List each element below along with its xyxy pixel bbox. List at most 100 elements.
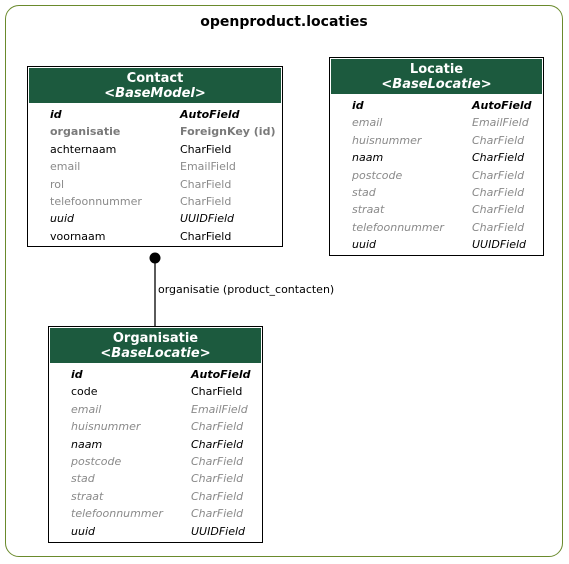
field-row: postcode CharField bbox=[49, 453, 262, 470]
field-name: id bbox=[71, 368, 83, 381]
field-row: stad CharField bbox=[330, 184, 543, 201]
field-name: straat bbox=[71, 489, 104, 503]
field-row: id AutoField bbox=[330, 97, 543, 114]
field-row: rol CharField bbox=[28, 176, 282, 193]
field-type: CharField bbox=[191, 437, 244, 451]
field-list: id AutoField organisatie ForeignKey (id) ach… bbox=[28, 104, 282, 249]
field-name: id bbox=[50, 108, 62, 121]
field-row: naam CharField bbox=[49, 436, 262, 453]
model-base-class: <BaseModel> bbox=[104, 86, 206, 101]
field-name: naam bbox=[71, 437, 103, 451]
field-type: CharField bbox=[191, 472, 244, 486]
field-name: voornaam bbox=[50, 229, 106, 243]
field-name: uuid bbox=[352, 238, 376, 252]
field-type: CharField bbox=[180, 177, 232, 191]
field-row: straat CharField bbox=[49, 488, 262, 505]
field-type: CharField bbox=[472, 151, 525, 165]
field-name: huisnummer bbox=[352, 133, 422, 147]
model-contact: Contact <BaseModel> id AutoField organisat… bbox=[27, 66, 283, 247]
field-row: id AutoField bbox=[49, 366, 262, 383]
field-type: AutoField bbox=[180, 108, 240, 121]
model-header: Organisatie <BaseLocatie> bbox=[50, 328, 261, 363]
field-name: uuid bbox=[50, 212, 74, 226]
model-name: Contact bbox=[126, 71, 184, 86]
field-type: EmailField bbox=[180, 160, 236, 174]
field-row: straat CharField bbox=[330, 201, 543, 218]
field-type: CharField bbox=[180, 194, 232, 208]
field-name: email bbox=[71, 402, 102, 416]
field-name: achternaam bbox=[50, 142, 117, 156]
field-row: code CharField bbox=[49, 383, 262, 400]
field-type: AutoField bbox=[472, 99, 532, 112]
field-name: telefoonnummer bbox=[71, 507, 163, 521]
model-organisatie: Organisatie <BaseLocatie> id AutoField cod… bbox=[48, 326, 263, 543]
field-row: huisnummer CharField bbox=[330, 132, 543, 149]
field-type: EmailField bbox=[191, 402, 248, 416]
field-row: telefoonnummer CharField bbox=[330, 219, 543, 236]
field-row: voornaam CharField bbox=[28, 228, 282, 245]
field-type: AutoField bbox=[191, 368, 251, 381]
field-name: postcode bbox=[352, 168, 403, 182]
field-name: telefoonnummer bbox=[50, 194, 142, 208]
field-type: CharField bbox=[191, 507, 244, 521]
field-name: code bbox=[71, 385, 98, 399]
field-name: naam bbox=[352, 151, 384, 165]
field-name: email bbox=[50, 160, 81, 174]
field-row: postcode CharField bbox=[330, 167, 543, 184]
field-row: telefoonnummer CharField bbox=[49, 505, 262, 522]
field-row: email EmailField bbox=[28, 158, 282, 175]
field-name: telefoonnummer bbox=[352, 220, 444, 234]
field-type: CharField bbox=[472, 168, 525, 182]
model-header: Locatie <BaseLocatie> bbox=[331, 59, 542, 94]
field-type: CharField bbox=[180, 229, 232, 243]
field-name: id bbox=[352, 99, 364, 112]
field-name: huisnummer bbox=[71, 420, 141, 434]
field-type: CharField bbox=[191, 489, 244, 503]
field-row: naam CharField bbox=[330, 149, 543, 166]
field-row: email EmailField bbox=[49, 401, 262, 418]
model-base-class: <BaseLocatie> bbox=[381, 77, 492, 92]
field-name: organisatie bbox=[50, 125, 121, 139]
field-type: CharField bbox=[180, 142, 232, 156]
field-row: uuid UUIDField bbox=[49, 523, 262, 540]
relation-endpoint-dot bbox=[149, 252, 161, 264]
model-name: Locatie bbox=[409, 62, 464, 77]
field-type: CharField bbox=[191, 420, 244, 434]
field-type: ForeignKey (id) bbox=[180, 125, 276, 139]
field-type: EmailField bbox=[472, 116, 529, 130]
field-row: achternaam CharField bbox=[28, 141, 282, 158]
field-type: UUIDField bbox=[472, 238, 527, 252]
field-name: straat bbox=[352, 203, 385, 217]
field-type: CharField bbox=[472, 220, 525, 234]
field-type: UUIDField bbox=[180, 212, 235, 226]
field-row: huisnummer CharField bbox=[49, 418, 262, 435]
field-row: organisatie ForeignKey (id) bbox=[28, 123, 282, 140]
field-row: telefoonnummer CharField bbox=[28, 193, 282, 210]
field-row: uuid UUIDField bbox=[28, 210, 282, 227]
field-name: stad bbox=[352, 185, 376, 199]
field-row: uuid UUIDField bbox=[330, 236, 543, 253]
field-name: stad bbox=[71, 472, 95, 486]
field-type: CharField bbox=[472, 133, 525, 147]
field-type: CharField bbox=[191, 454, 244, 468]
model-header: Contact <BaseModel> bbox=[29, 68, 281, 103]
field-type: CharField bbox=[191, 385, 243, 399]
field-name: uuid bbox=[71, 524, 95, 538]
package-title: openproduct.locaties bbox=[200, 14, 368, 30]
field-row: id AutoField bbox=[28, 106, 282, 123]
field-row: stad CharField bbox=[49, 470, 262, 487]
field-type: CharField bbox=[472, 203, 525, 217]
model-base-class: <BaseLocatie> bbox=[100, 346, 211, 361]
field-name: rol bbox=[50, 177, 65, 191]
field-row: email EmailField bbox=[330, 114, 543, 131]
field-name: postcode bbox=[71, 454, 122, 468]
relation-label: organisatie (product_contacten) bbox=[158, 283, 335, 296]
field-type: UUIDField bbox=[191, 524, 246, 538]
field-name: email bbox=[352, 116, 383, 130]
field-type: CharField bbox=[472, 185, 525, 199]
model-name: Organisatie bbox=[112, 331, 199, 346]
model-locatie: Locatie <BaseLocatie> id AutoField email Em… bbox=[329, 57, 544, 256]
